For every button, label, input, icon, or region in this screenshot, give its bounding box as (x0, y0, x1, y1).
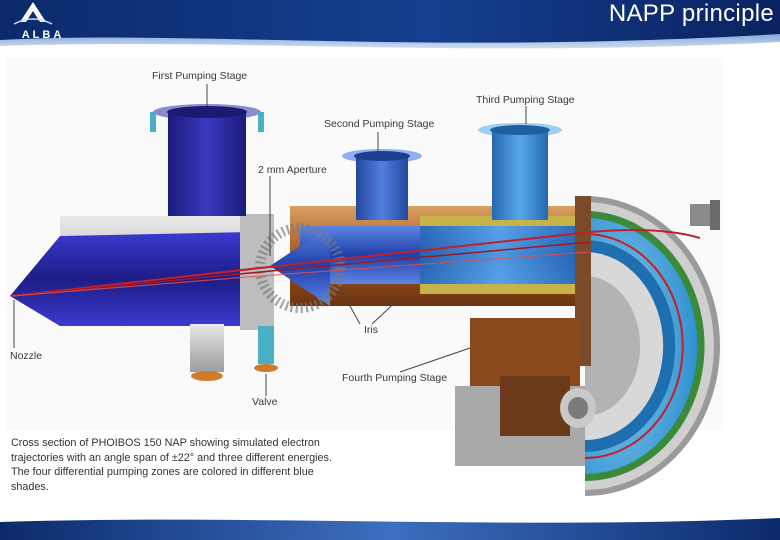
iris-label: Iris (364, 324, 378, 336)
cross-section-diagram (6, 58, 724, 496)
hemispherical-analyzer (584, 196, 720, 496)
aperture-label: 2 mm Aperture (258, 164, 327, 176)
fourth-pumping-stage-label: Fourth Pumping Stage (342, 372, 448, 384)
figure-caption: Cross section of PHOIBOS 150 NAP showing… (11, 437, 332, 493)
slide-header: ALBA NAPP principle (0, 0, 780, 52)
slide-title: NAPP principle (608, 0, 774, 27)
electron-trajectories (11, 229, 701, 297)
valve-assembly (190, 324, 278, 381)
slide-footer (0, 518, 780, 540)
alba-logo-icon (13, 2, 53, 25)
first-pumping-stage-tower (150, 104, 264, 216)
third-pumping-stage-label: Third Pumping Stage (476, 94, 575, 106)
nozzle-label: Nozzle (10, 350, 43, 362)
valve-label: Valve (252, 396, 278, 408)
third-pumping-stage-tower (478, 123, 562, 220)
header-background (0, 0, 780, 52)
first-pumping-stage-label: First Pumping Stage (152, 70, 248, 82)
label-leader-lines (13, 84, 527, 396)
second-pumping-stage-label: Second Pumping Stage (324, 118, 435, 130)
phoibos-cross-section-figure: First Pumping Stage Second Pumping Stage… (0, 56, 780, 526)
second-pumping-stage-tower (342, 149, 422, 220)
fourth-pumping-stage-assembly (455, 318, 596, 466)
logo-text: ALBA (21, 29, 65, 41)
